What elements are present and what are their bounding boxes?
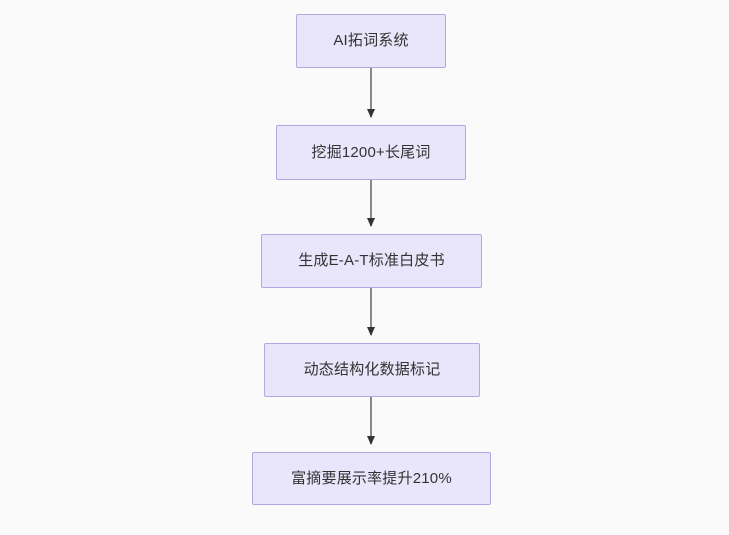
flow-node-label: 动态结构化数据标记 [303,361,441,378]
flow-node-generate-eat-whitepaper[interactable]: 生成E-A-T标准白皮书 [261,234,482,288]
flow-node-label: 富摘要展示率提升210% [291,469,452,487]
flow-node-label: 生成E-A-T标准白皮书 [298,252,445,269]
flow-node-label: AI拓词系统 [333,32,409,49]
flow-node-mine-longtail-keywords[interactable]: 挖掘1200+长尾词 [276,125,466,180]
flow-node-ai-keyword-system[interactable]: AI拓词系统 [296,14,446,68]
flow-node-label: 挖掘1200+长尾词 [311,143,431,161]
flow-node-dynamic-structured-data-markup[interactable]: 动态结构化数据标记 [264,343,480,397]
flow-node-rich-snippet-impression-lift[interactable]: 富摘要展示率提升210% [252,452,491,505]
